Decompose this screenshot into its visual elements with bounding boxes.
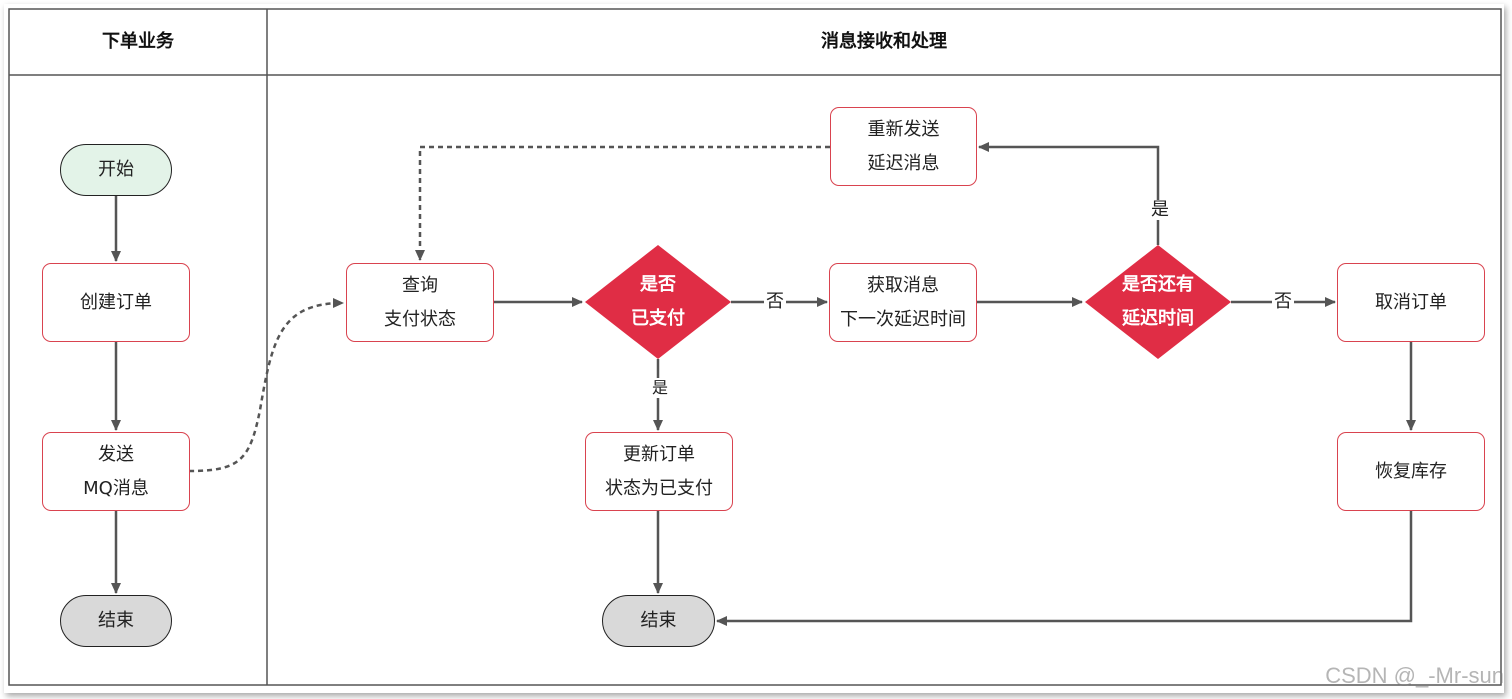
- end-node-left: 结束: [60, 595, 172, 647]
- cancel-order-node: 取消订单: [1337, 263, 1485, 342]
- edge-label-delay-no: 否: [1272, 291, 1294, 312]
- lane-title-order: 下单业务: [102, 31, 174, 52]
- resend-message-node: 重新发送延迟消息: [830, 107, 977, 186]
- node-label-line: 获取消息: [867, 274, 939, 296]
- node-label-line: 状态为已支付: [605, 477, 713, 499]
- diagram-frame: [4, 4, 1504, 693]
- has-delay-decision: 是否还有延迟时间: [1085, 245, 1231, 359]
- edge-label-paid-no: 否: [764, 291, 786, 312]
- update-order-node: 更新订单状态为已支付: [585, 432, 733, 511]
- node-label-line: 支付状态: [384, 308, 456, 330]
- query-status-node: 查询支付状态: [346, 263, 494, 342]
- decision-is-paid-shape: [585, 245, 731, 359]
- node-label-line: 结束: [98, 610, 134, 631]
- lane-title-message: 消息接收和处理: [821, 31, 947, 52]
- node-label-line: 是否还有: [1122, 274, 1194, 295]
- node-label-line: 查询: [402, 274, 438, 296]
- node-label-line: 恢复库存: [1375, 460, 1447, 482]
- edge-mq-to-query: [188, 298, 344, 473]
- node-label-line: 已支付: [631, 308, 685, 329]
- node-label-line: 创建订单: [80, 291, 152, 313]
- node-label-line: 重新发送: [867, 118, 940, 140]
- create-order-node: 创建订单: [42, 263, 190, 342]
- edge-resend-to-query: [415, 145, 830, 261]
- node-label-line: 更新订单: [623, 443, 695, 465]
- node-label-line: 延迟时间: [1122, 308, 1194, 329]
- node-label-line: 取消订单: [1375, 291, 1447, 313]
- node-label-line: MQ消息: [83, 477, 149, 499]
- edge-restore-to-end: [716, 511, 1413, 626]
- restore-stock-node: 恢复库存: [1337, 432, 1485, 511]
- get-message-node: 获取消息下一次延迟时间: [829, 263, 977, 342]
- node-label-line: 下一次延迟时间: [840, 308, 966, 330]
- node-label-line: 延迟消息: [867, 152, 940, 174]
- node-label-line: 是否: [640, 274, 676, 295]
- node-label-line: 开始: [98, 159, 134, 180]
- is-paid-decision: 是否已支付: [585, 245, 731, 359]
- swimlane-border: [8, 8, 1502, 686]
- start-node: 开始: [60, 144, 172, 196]
- node-label-line: 发送: [98, 443, 134, 465]
- node-label-line: 结束: [640, 610, 677, 631]
- decision-has-delay-shape: [1085, 245, 1231, 359]
- edge-label-delay-yes: 是: [1149, 199, 1171, 220]
- edge-hasdelay-yes: [978, 142, 1160, 245]
- send-mq-node: 发送 MQ消息: [42, 432, 190, 511]
- end-node-right: 结束: [602, 595, 715, 647]
- csdn-watermark: CSDN @_-Mr-sun: [1325, 663, 1504, 688]
- edge-label-paid-yes: 是: [650, 378, 671, 398]
